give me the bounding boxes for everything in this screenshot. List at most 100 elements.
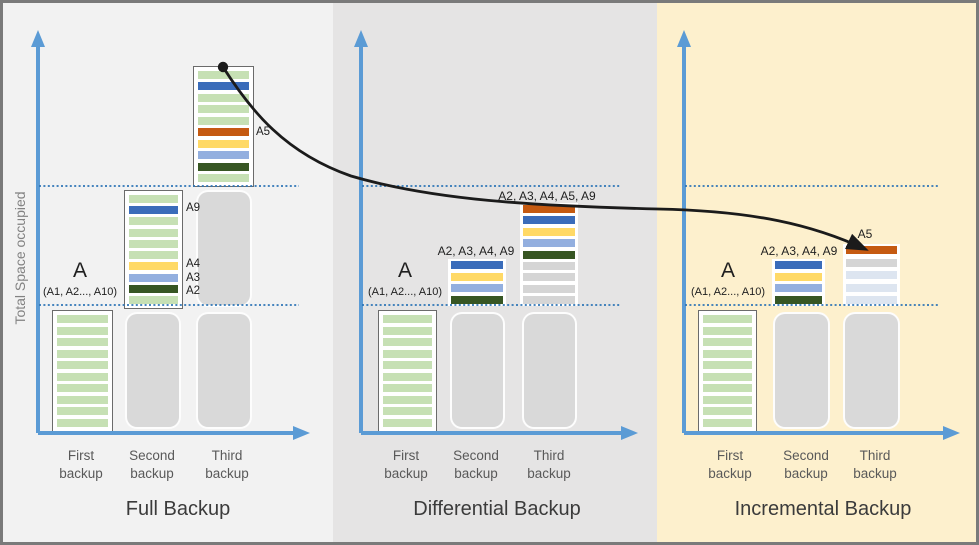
segment-green bbox=[57, 326, 108, 335]
segment-darkgreen bbox=[198, 162, 249, 171]
panel-title-incremental-backup: Incremental Backup bbox=[734, 498, 912, 520]
segment-gray bbox=[523, 273, 575, 282]
segment-green bbox=[703, 326, 752, 335]
label-third-incr-contents: A5 bbox=[857, 227, 873, 241]
segment-blue bbox=[523, 216, 575, 225]
segment-blue bbox=[129, 206, 178, 215]
segment-lightblue bbox=[198, 151, 249, 160]
segment-yellow bbox=[451, 272, 503, 281]
label-full-set-a: A bbox=[720, 259, 735, 282]
segment-lightblue bbox=[775, 284, 822, 293]
column-label-third-backup: Third backup bbox=[527, 448, 571, 481]
segment-green bbox=[129, 217, 178, 226]
panel-differential-backup: A (A1, A2..., A10) A2, A3, A4, A9 A2, A3… bbox=[333, 3, 657, 542]
y-axis-label: Total Space occupied bbox=[12, 191, 28, 325]
segment-blue bbox=[198, 82, 249, 91]
segment-gray bbox=[846, 258, 897, 267]
label-third-diff-contents: A2, A3, A4, A5, A9 bbox=[498, 189, 596, 203]
label-full-set-a-files: (A1, A2..., A10) bbox=[368, 286, 442, 298]
annotation-a2: A2 bbox=[186, 285, 201, 297]
column-label-second-backup: Second backup bbox=[453, 448, 499, 481]
segment-green bbox=[57, 315, 108, 323]
column-label-second-backup: Second backup bbox=[129, 448, 175, 481]
segment-green bbox=[383, 326, 432, 335]
panel-full-backup: Total Space occupied A (A1, A2..., A10) … bbox=[3, 3, 333, 542]
segment-green bbox=[383, 384, 432, 393]
segment-bluegray bbox=[846, 271, 897, 279]
panel-title-full-backup: Full Backup bbox=[125, 498, 231, 520]
previous-backup-placeholder bbox=[773, 312, 830, 429]
annotation-a3: A3 bbox=[186, 272, 201, 284]
segment-green bbox=[703, 315, 752, 323]
panel-incremental-backup: A (A1, A2..., A10) A2, A3, A4, A9 A5 Fir… bbox=[657, 3, 976, 542]
segment-green bbox=[703, 338, 752, 347]
annotation-a4: A4 bbox=[186, 258, 201, 270]
previous-backup-placeholder bbox=[196, 312, 252, 429]
segment-green bbox=[703, 407, 752, 416]
bar-second-full-backup bbox=[124, 190, 183, 309]
segment-green bbox=[57, 407, 108, 416]
previous-backup-placeholder bbox=[843, 312, 900, 429]
column-label-first-backup: First backup bbox=[59, 448, 103, 481]
segment-green bbox=[703, 349, 752, 358]
label-full-set-a: A bbox=[72, 259, 87, 282]
segment-green bbox=[383, 418, 432, 427]
segment-green bbox=[383, 315, 432, 323]
segment-yellow bbox=[198, 139, 249, 148]
segment-green bbox=[198, 71, 249, 79]
segment-blue bbox=[775, 261, 822, 269]
segment-green bbox=[129, 228, 178, 237]
segment-darkgreen bbox=[129, 284, 178, 293]
bar-third-incremental-backup bbox=[843, 244, 900, 306]
bar-second-incremental-backup bbox=[772, 259, 825, 306]
segment-green bbox=[57, 361, 108, 370]
previous-backup-placeholder bbox=[125, 312, 181, 429]
segment-green bbox=[57, 349, 108, 358]
label-second-incr-contents: A2, A3, A4, A9 bbox=[760, 244, 838, 258]
column-label-first-backup: First backup bbox=[384, 448, 428, 481]
segment-green bbox=[383, 349, 432, 358]
label-full-set-a: A bbox=[397, 259, 412, 282]
column-label-first-backup: First backup bbox=[708, 448, 752, 481]
bar-second-differential-backup bbox=[448, 259, 506, 306]
segment-green bbox=[57, 384, 108, 393]
segment-green bbox=[57, 372, 108, 381]
bar-first-differential-backup bbox=[378, 310, 437, 432]
column-label-third-backup: Third backup bbox=[205, 448, 249, 481]
segment-green bbox=[383, 372, 432, 381]
annotation-a5: A5 bbox=[256, 126, 271, 138]
segment-darkgreen bbox=[775, 295, 822, 304]
segment-blue bbox=[451, 261, 503, 269]
segment-darkgreen bbox=[523, 250, 575, 259]
segment-green bbox=[57, 338, 108, 347]
segment-green bbox=[198, 173, 249, 182]
label-second-diff-contents: A2, A3, A4, A9 bbox=[437, 244, 515, 258]
segment-green bbox=[129, 295, 178, 304]
previous-backup-placeholder bbox=[522, 312, 577, 429]
bar-first-incremental-backup bbox=[698, 310, 757, 432]
segment-yellow bbox=[129, 262, 178, 271]
segment-green bbox=[57, 395, 108, 404]
segment-yellow bbox=[523, 227, 575, 236]
segment-orange bbox=[198, 128, 249, 137]
annotation-a9: A9 bbox=[186, 202, 201, 214]
segment-darkgreen bbox=[451, 295, 503, 304]
segment-green bbox=[383, 338, 432, 347]
label-full-set-a-files: (A1, A2..., A10) bbox=[43, 286, 117, 298]
segment-green bbox=[198, 116, 249, 125]
segment-green bbox=[129, 195, 178, 203]
panel-title-differential-backup: Differential Backup bbox=[413, 498, 581, 520]
segment-green bbox=[703, 384, 752, 393]
segment-bluegray bbox=[846, 296, 897, 304]
previous-backup-placeholder bbox=[196, 190, 252, 307]
previous-backup-placeholder bbox=[450, 312, 505, 429]
bar-third-full-backup bbox=[193, 66, 254, 187]
segment-orange bbox=[846, 246, 897, 254]
segment-green bbox=[57, 418, 108, 427]
column-label-second-backup: Second backup bbox=[783, 448, 829, 481]
segment-green bbox=[383, 395, 432, 404]
segment-green bbox=[703, 372, 752, 381]
segment-green bbox=[703, 395, 752, 404]
segment-green bbox=[198, 93, 249, 102]
bar-first-full-backup bbox=[52, 310, 113, 432]
